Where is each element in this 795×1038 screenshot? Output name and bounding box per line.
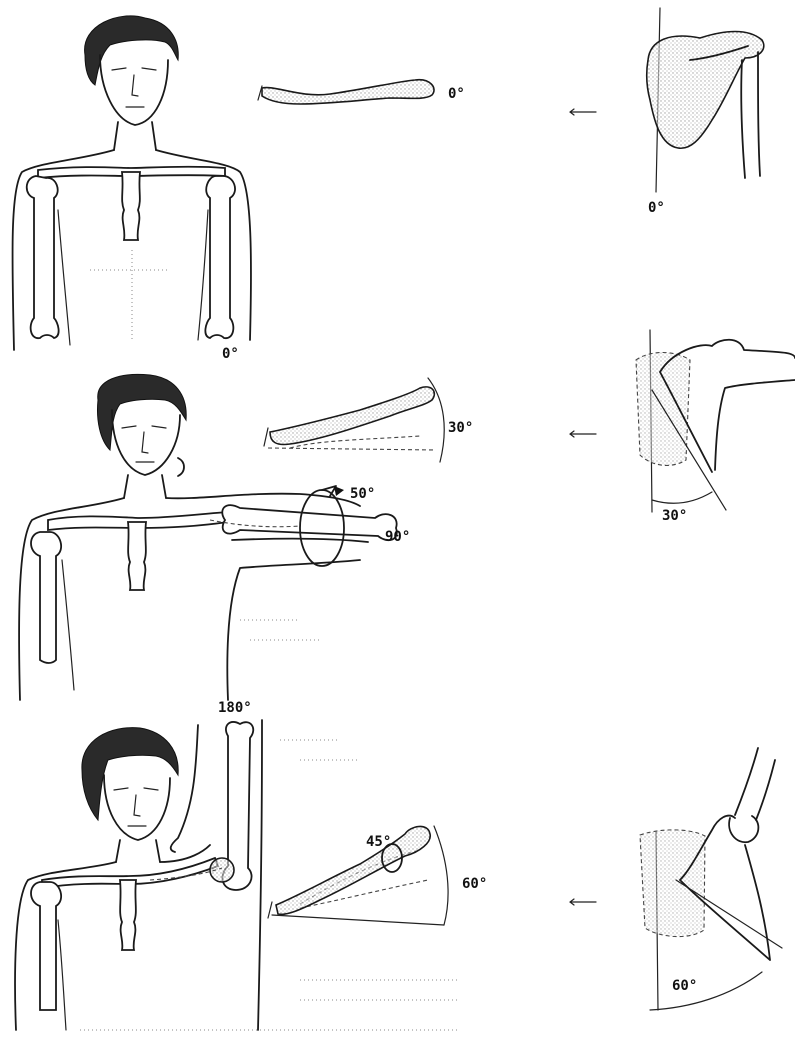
arm-angle-label-elevation: 180° — [218, 700, 252, 716]
nose-elevation — [134, 795, 140, 816]
eyes-abduction — [122, 426, 166, 428]
arrow-elevation — [570, 899, 596, 905]
row-elevation-180: 180° 45° 60° 60° — [15, 700, 782, 1030]
hair-abduction — [98, 374, 187, 450]
clavicle-stub-elevation — [268, 902, 272, 918]
neck-neutral — [114, 122, 156, 150]
nose-neutral — [132, 75, 138, 96]
neck-elevation — [116, 840, 160, 862]
spine-dots-neutral — [90, 250, 170, 340]
clavicle-base-line-abduction — [268, 448, 436, 450]
scapula-arc-elevation — [650, 972, 762, 1010]
arrow-neutral — [570, 109, 596, 115]
humerus-abducted — [222, 505, 397, 540]
clavicle-stub-abduction — [264, 428, 268, 446]
floor-dots-abduction — [240, 620, 320, 640]
clavicle-rotation-label-elevation: 45° — [366, 834, 391, 850]
face-neutral — [100, 55, 168, 125]
hair-neutral — [85, 16, 179, 85]
torso-inner-elevation — [58, 920, 66, 1030]
scapula-view-elevation: 60° — [640, 748, 782, 1010]
arrow-abduction — [570, 431, 596, 437]
clavicle-angle-label-abduction: 30° — [448, 420, 473, 436]
clavicle-bone-abduction — [270, 387, 434, 445]
clavicle-view-abduction: 30° — [264, 378, 473, 462]
arm-angle-label-abduction: 90° — [385, 529, 410, 545]
eyes-neutral — [112, 68, 156, 70]
clavicle-view-neutral: 0° — [258, 80, 465, 104]
humerus-left-neutral — [27, 176, 59, 338]
humerus-neutral-scap — [741, 52, 760, 178]
scapula-angle-label-neutral: 0° — [648, 200, 665, 216]
humeral-head-scap — [729, 816, 758, 842]
row-neutral: 0° 0° 0° — [12, 8, 763, 362]
scapula-ghost-elevation — [640, 830, 705, 937]
torso-inner-abduction — [62, 560, 74, 690]
scapula-neutral — [647, 32, 764, 149]
scapula-angle-label-elevation: 60° — [672, 978, 697, 994]
scapula-arc-abduction — [652, 492, 712, 503]
eyes-elevation — [114, 788, 158, 790]
scapula-view-neutral: 0° — [647, 8, 764, 216]
humerus-right-neutral — [205, 176, 235, 338]
scapula-angle-label-abduction: 30° — [662, 508, 687, 524]
row-abduction-90: 50° 90° 30° 30° — [19, 330, 795, 700]
figure-neutral: 0° — [12, 16, 251, 362]
clavicle-bone-elevation — [276, 826, 430, 914]
sternum-abduction — [128, 522, 146, 590]
rotation-arrowhead-fill — [334, 486, 344, 496]
humeral-head-elevation — [210, 858, 234, 882]
humerus-raised-scap — [735, 748, 775, 820]
hair-elevation — [82, 728, 178, 820]
sternum-elevation — [120, 880, 136, 950]
neck-abduction — [124, 475, 166, 498]
clavicle-view-elevation: 45° 60° — [268, 826, 487, 925]
face-elevation — [104, 775, 170, 840]
ear-abduction — [178, 458, 184, 476]
clavicle-angle-label-neutral: 0° — [448, 86, 465, 102]
rotation-angle-label-abduction: 50° — [350, 486, 375, 502]
humerus-left-elevation — [31, 882, 61, 1010]
clavicle-arc-elevation — [434, 826, 448, 925]
scapula-view-abduction: 30° — [636, 330, 795, 524]
clavicle-angle-label-elevation: 60° — [462, 876, 487, 892]
face-abduction — [112, 410, 180, 475]
sternum-neutral — [122, 172, 140, 240]
figure-elevation: 180° — [15, 700, 460, 1030]
nose-abduction — [142, 432, 148, 453]
figure-angle-label-neutral: 0° — [222, 346, 239, 362]
humerus-left-abduction — [31, 532, 61, 663]
clavicle-bone-neutral — [262, 80, 434, 104]
clavicle-base-line-elevation — [272, 915, 444, 925]
